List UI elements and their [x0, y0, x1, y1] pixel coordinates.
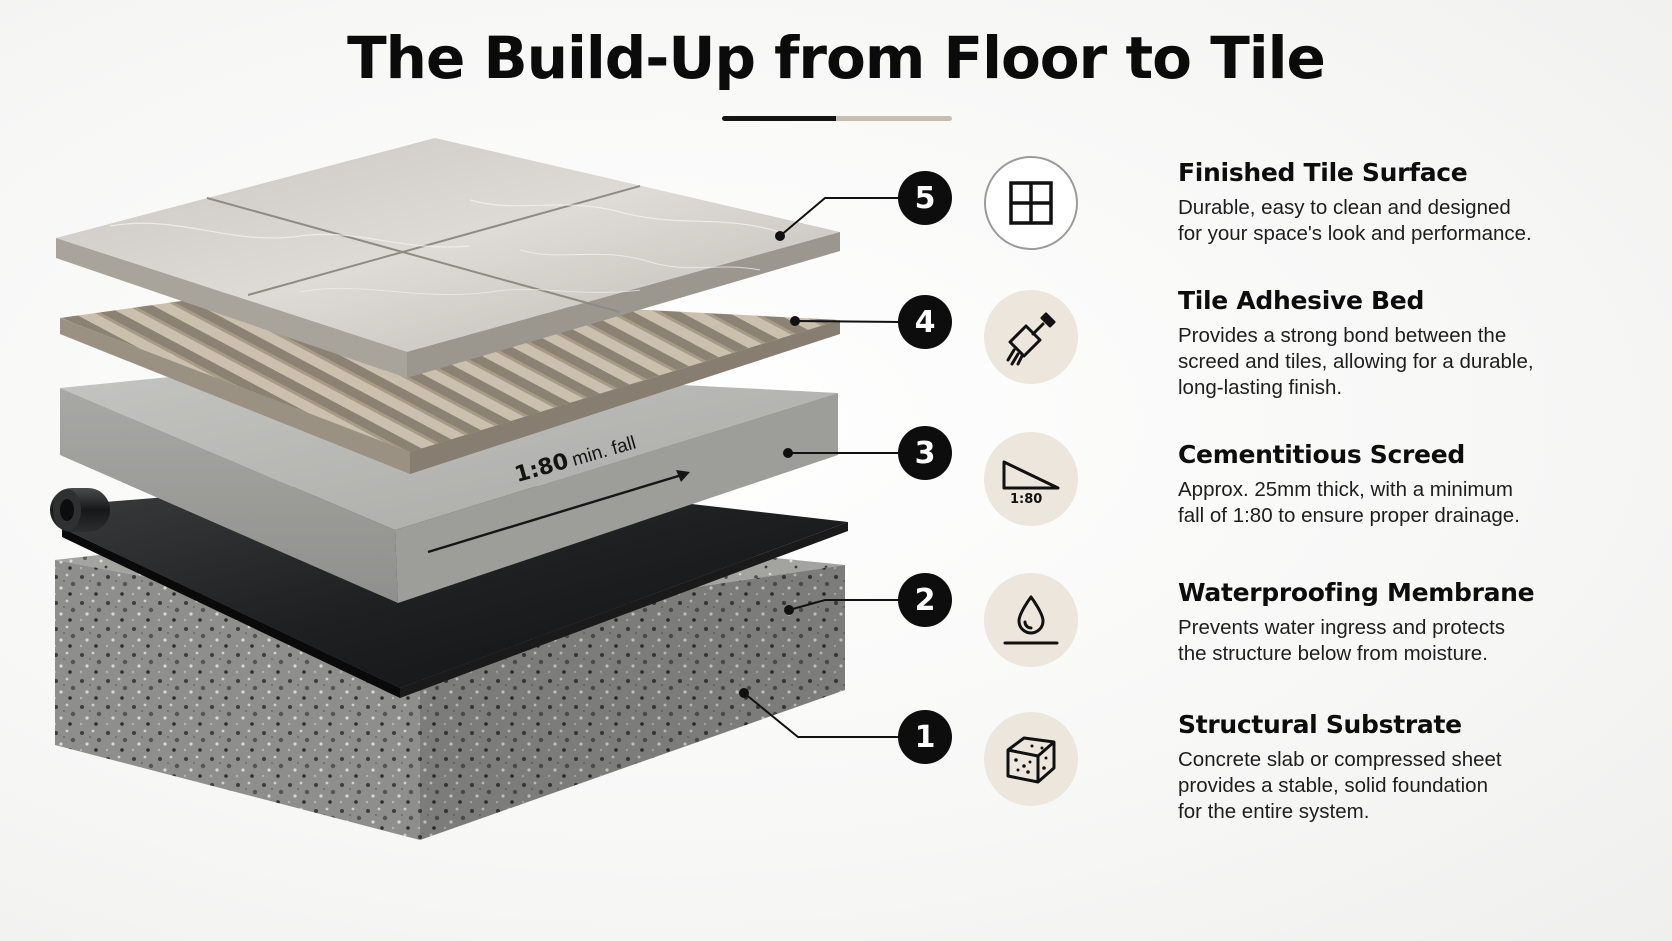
slope-icon: 1:80	[984, 432, 1078, 526]
layer-2-title: Waterproofing Membrane	[1178, 578, 1535, 607]
layer-4-title: Tile Adhesive Bed	[1178, 286, 1425, 315]
badge-layer-4: 4	[898, 295, 952, 349]
layer-5-info: Finished Tile Surface Durable, easy to c…	[1178, 158, 1648, 247]
badge-layer-3: 3	[898, 426, 952, 480]
layer-4-description: Provides a strong bond between the scree…	[1178, 324, 1534, 399]
layer-5-description: Durable, easy to clean and designed for …	[1178, 196, 1532, 245]
layer-5-title: Finished Tile Surface	[1178, 158, 1468, 187]
badge-layer-5: 5	[898, 171, 952, 225]
layer-2-info: Waterproofing Membrane Prevents water in…	[1178, 578, 1648, 667]
layer-1-title: Structural Substrate	[1178, 710, 1462, 739]
concrete-block-icon	[984, 712, 1078, 806]
badge-layer-2: 2	[898, 573, 952, 627]
layer-4-info: Tile Adhesive Bed Provides a strong bond…	[1178, 286, 1648, 401]
layer-3-info: Cementitious Screed Approx. 25mm thick, …	[1178, 440, 1648, 529]
water-drop-icon	[984, 573, 1078, 667]
page-title: The Build-Up from Floor to Tile	[347, 24, 1326, 92]
badge-layer-1: 1	[898, 710, 952, 764]
layer-1-description: Concrete slab or compressed sheet provid…	[1178, 748, 1502, 823]
notched-trowel-icon	[984, 290, 1078, 384]
layer-3-description: Approx. 25mm thick, with a minimum fall …	[1178, 478, 1520, 527]
leader-lines	[739, 197, 899, 738]
layer-1-info: Structural Substrate Concrete slab or co…	[1178, 710, 1648, 825]
layer-3-title: Cementitious Screed	[1178, 440, 1465, 469]
layer-2-description: Prevents water ingress and protects the …	[1178, 616, 1506, 665]
tile-layer	[56, 138, 840, 378]
adhesive-layer	[60, 290, 840, 474]
slope-icon-label: 1:80	[1010, 492, 1043, 507]
tile-grid-icon	[984, 156, 1078, 250]
